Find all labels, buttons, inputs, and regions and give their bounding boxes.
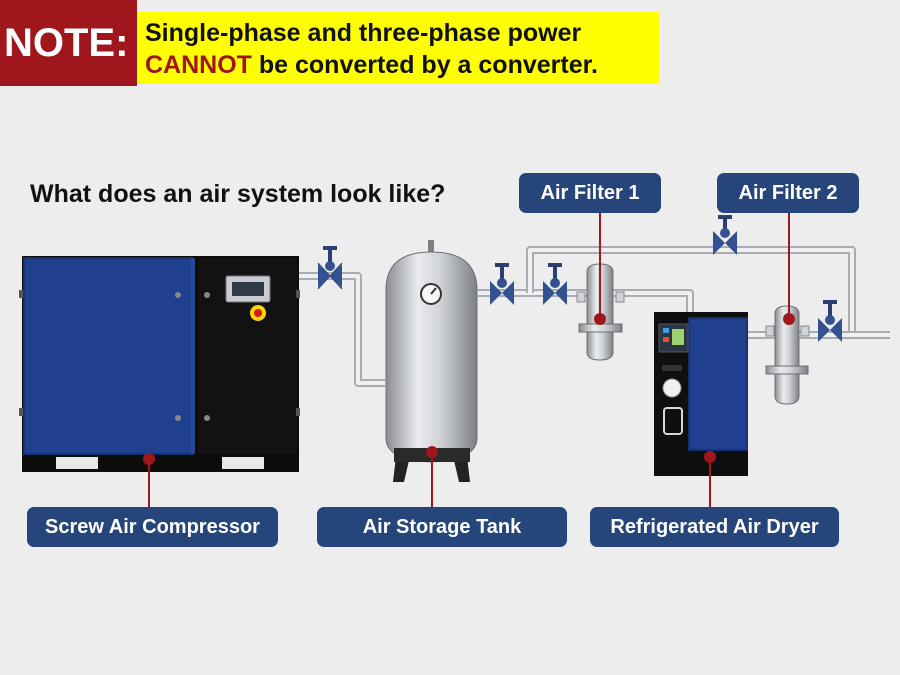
valve-filter1-inlet bbox=[543, 263, 567, 305]
label-air-filter-2: Air Filter 2 bbox=[717, 173, 859, 213]
label-air-storage-tank: Air Storage Tank bbox=[317, 507, 567, 547]
note-line-2: CANNOT be converted by a converter. bbox=[145, 49, 659, 81]
diagram-heading: What does an air system look like? bbox=[30, 180, 446, 208]
valve-bypass bbox=[713, 215, 737, 255]
refrigerated-air-dryer bbox=[654, 312, 748, 476]
label-air-filter-1: Air Filter 1 bbox=[519, 173, 661, 213]
note-line-2-rest: be converted by a converter. bbox=[251, 51, 598, 79]
leader-lines bbox=[148, 212, 790, 507]
note-message: Single-phase and three-phase power CANNO… bbox=[137, 12, 659, 84]
marker-dots bbox=[143, 313, 795, 465]
label-screw-air-compressor: Screw Air Compressor bbox=[27, 507, 278, 547]
valve-tank-outlet bbox=[490, 263, 514, 305]
note-line-1: Single-phase and three-phase power bbox=[145, 19, 582, 47]
screw-air-compressor bbox=[19, 256, 300, 472]
note-emphasis: CANNOT bbox=[145, 51, 252, 79]
valve-system-outlet bbox=[818, 300, 842, 342]
air-filter-2 bbox=[765, 305, 810, 405]
label-refrigerated-air-dryer: Refrigerated Air Dryer bbox=[590, 507, 839, 547]
air-storage-tank bbox=[385, 240, 478, 482]
note-badge: NOTE: bbox=[0, 0, 137, 86]
valve-compressor-outlet bbox=[317, 246, 343, 290]
